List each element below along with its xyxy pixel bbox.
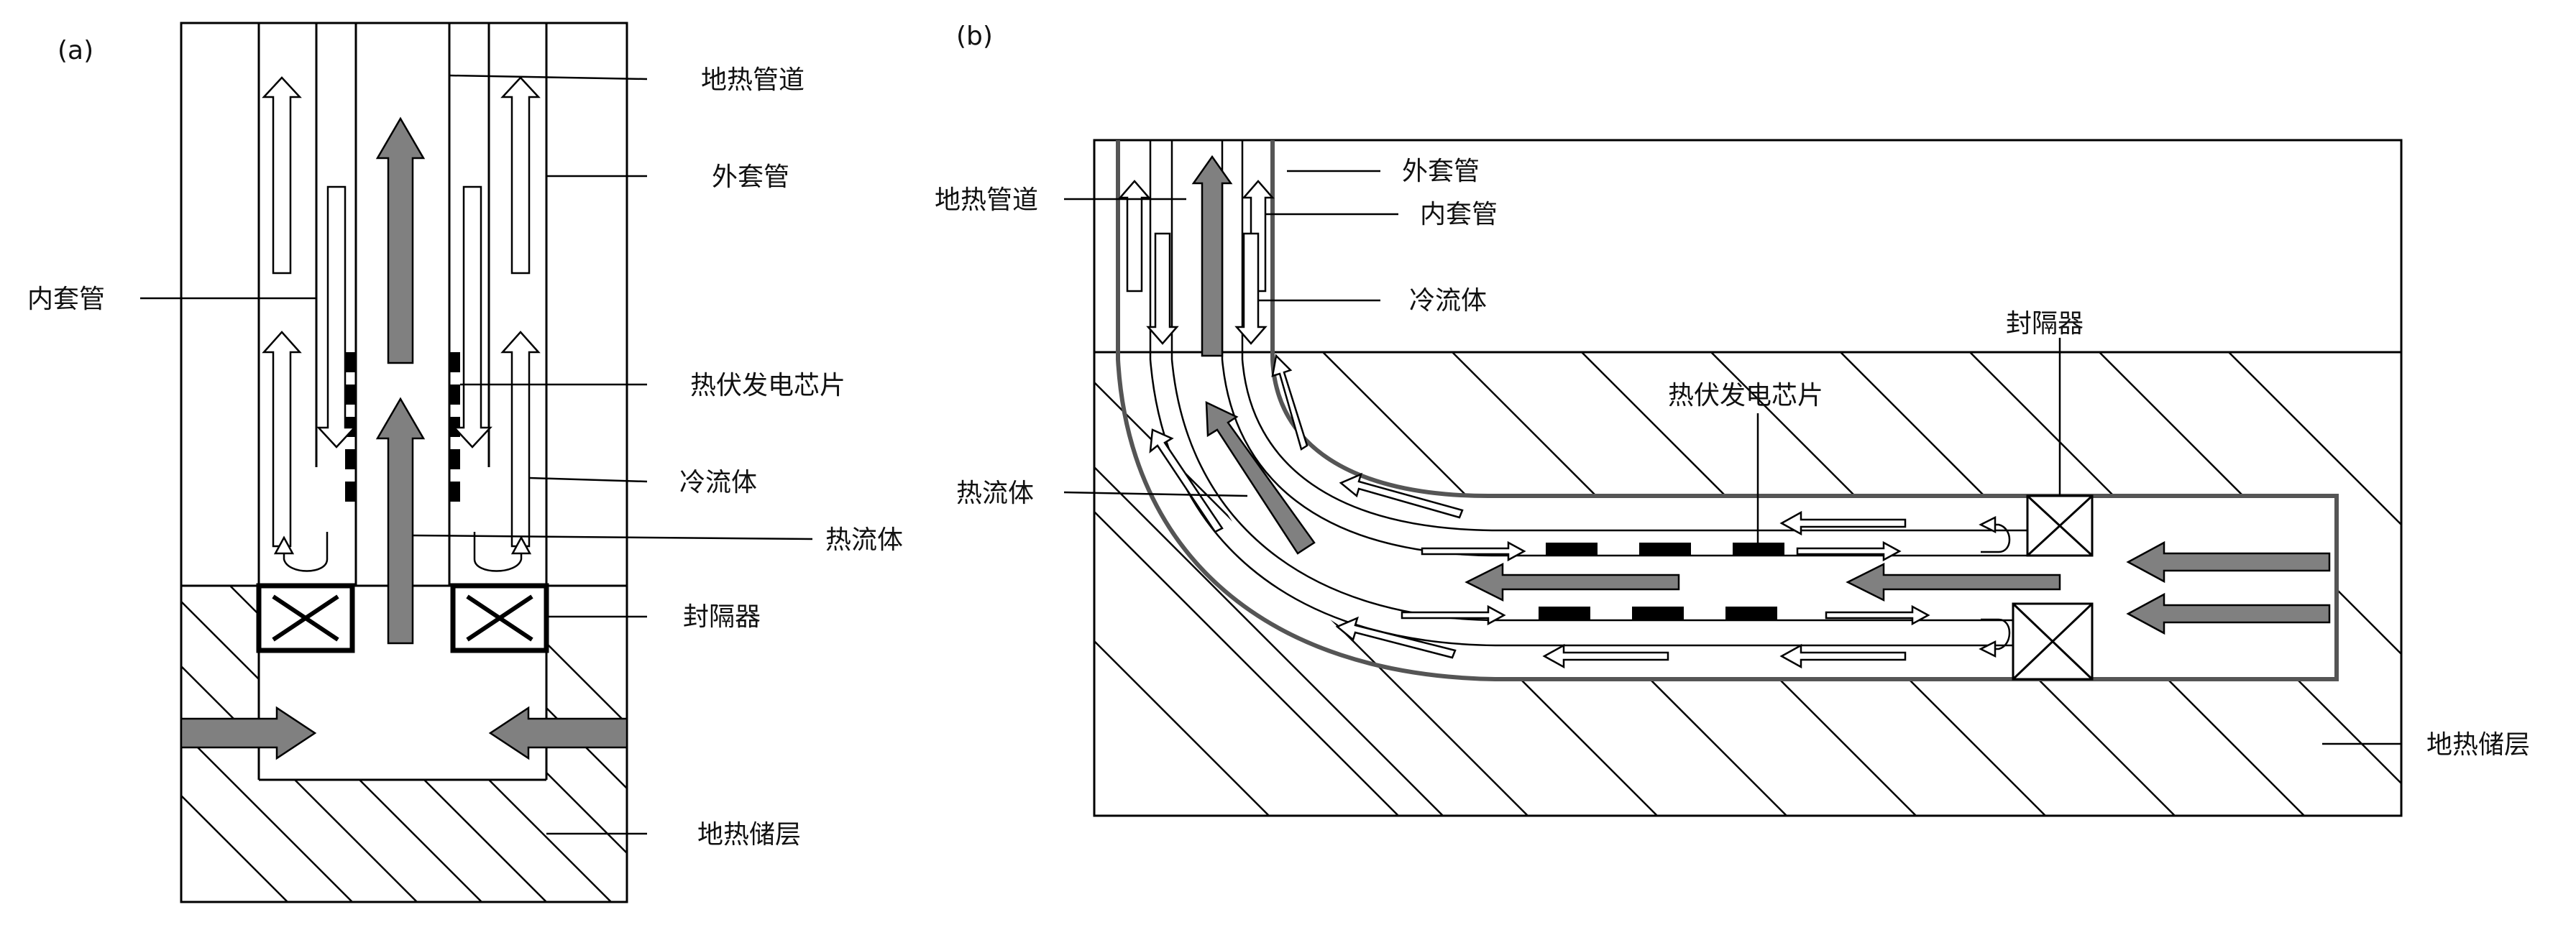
chip — [1733, 543, 1784, 556]
cold-left-arrow — [1779, 510, 1907, 536]
panel-a-hot-arrows — [180, 116, 628, 760]
hot-left-arrow — [1465, 562, 1680, 602]
label-reservoir: 地热储层 — [2426, 730, 2530, 760]
chip — [345, 449, 356, 469]
label-packer: 封隔器 — [2006, 309, 2084, 339]
cold-up-arrow — [500, 331, 541, 548]
panel-a-chips — [345, 352, 460, 502]
hot-left-arrow — [1846, 562, 2061, 602]
panel-a-tag: (a) — [58, 36, 93, 65]
chip — [1639, 543, 1691, 556]
chip — [345, 482, 356, 502]
panel-a-cold-arrows — [262, 76, 541, 572]
packer-bottom — [2012, 602, 2094, 681]
cold-down-arrow — [316, 185, 357, 448]
cold-left-arrow — [1335, 616, 1457, 659]
label-inner-casing: 内套管 — [27, 285, 105, 314]
label-cold-fluid: 冷流体 — [679, 468, 757, 497]
label-reservoir: 地热储层 — [697, 820, 801, 850]
uturn-arrowhead — [273, 535, 295, 555]
panel-b-cold-arrows — [1118, 180, 2011, 669]
uturn-arrow — [283, 532, 329, 572]
chip — [449, 352, 460, 372]
hot-up-arrow — [375, 397, 426, 645]
panel-b: (b) — [935, 22, 2530, 817]
uturn-arrowhead — [1979, 640, 1997, 658]
cold-left-arrow — [1542, 643, 1669, 669]
panel-b-reservoir-box — [1093, 351, 2403, 817]
chip — [449, 385, 460, 405]
label-chips: 热伏发电芯片 — [690, 371, 845, 400]
chip — [1546, 543, 1598, 556]
label-chips: 热伏发电芯片 — [1668, 381, 1823, 410]
panel-b-inner-casing — [1149, 140, 2042, 647]
uturn-arrow — [473, 532, 523, 572]
chip — [1632, 607, 1684, 620]
chip — [449, 449, 460, 469]
hot-up-diagonal-arrow — [1205, 400, 1316, 555]
panel-b-labels: 地热管道 外套管 内套管 冷流体 封隔器 热伏发电芯片 热流体 地热储层 — [935, 157, 2530, 760]
cold-up-arrow — [500, 76, 541, 275]
label-cold-fluid: 冷流体 — [1409, 286, 1487, 316]
panel-a-labels: 地热管道 外套管 内套管 热伏发电芯片 冷流体 热流体 封隔器 地热储层 — [27, 65, 903, 850]
cold-up-arrow — [1118, 180, 1151, 293]
uturn-arrow — [1981, 618, 2011, 650]
panel-b-chips — [1539, 543, 1784, 620]
cold-down-arrow — [1146, 232, 1179, 345]
hot-in-arrow-right — [488, 706, 628, 760]
chip — [449, 482, 460, 502]
cold-right-arrow — [1825, 604, 1930, 626]
label-outer-casing: 外套管 — [712, 162, 789, 192]
label-packer: 封隔器 — [683, 602, 761, 632]
label-inner-casing: 内套管 — [1420, 200, 1498, 229]
cold-up-diagonal-arrow — [1271, 354, 1308, 451]
panel-b-tag: (b) — [956, 22, 993, 51]
label-geo-pipe: 地热管道 — [701, 65, 805, 95]
hot-in-arrow — [2126, 540, 2331, 584]
chip — [345, 352, 356, 372]
cold-down-arrow — [452, 185, 492, 448]
chip — [345, 385, 356, 405]
cold-up-arrow — [262, 76, 302, 275]
panel-b-reservoir-hatching — [1094, 352, 2401, 816]
packer-right — [450, 583, 549, 653]
cold-right-arrow — [1401, 604, 1506, 626]
panel-b-hot-arrows — [1191, 155, 2331, 635]
label-hot-fluid: 热流体 — [825, 525, 903, 555]
uturn-arrow — [1981, 523, 2011, 553]
label-outer-casing: 外套管 — [1402, 157, 1480, 186]
hot-in-arrow — [2126, 592, 2331, 635]
uturn-arrowhead — [1979, 515, 1997, 534]
cold-up-diagonal-arrow — [1149, 428, 1224, 533]
hot-in-arrow-left — [180, 706, 317, 760]
cold-left-arrow — [1339, 472, 1464, 519]
packer-top — [2026, 494, 2094, 557]
hot-up-arrow — [375, 116, 426, 364]
cold-right-arrow — [1796, 540, 1902, 562]
panel-b-outer-casing — [1116, 140, 2339, 681]
panel-a-packers — [256, 583, 549, 653]
panel-a: (a) — [27, 22, 903, 903]
hot-up-arrow — [1191, 155, 1233, 357]
packer-left — [256, 583, 355, 653]
label-hot-fluid: 热流体 — [956, 479, 1034, 508]
uturn-arrowhead — [510, 535, 532, 555]
cold-up-arrow — [262, 331, 302, 548]
cold-down-arrow — [1234, 232, 1268, 345]
chip — [1725, 607, 1777, 620]
panel-a-inner-casing — [315, 23, 490, 467]
label-geo-pipe: 地热管道 — [935, 185, 1038, 215]
chip — [1539, 607, 1590, 620]
cold-left-arrow — [1779, 643, 1907, 669]
cold-right-arrow — [1421, 540, 1526, 562]
